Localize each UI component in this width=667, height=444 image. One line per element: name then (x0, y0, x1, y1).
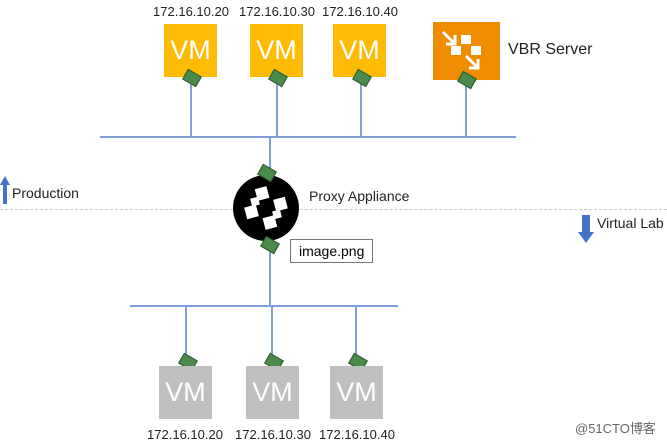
lab-vm[interactable]: VM (330, 366, 383, 419)
vm-ip: 172.16.10.30 (239, 4, 315, 19)
drop (276, 80, 278, 137)
drop (271, 306, 273, 364)
production-vm[interactable]: VM (250, 24, 303, 77)
production-vm[interactable]: VM (333, 24, 386, 77)
lab-vm[interactable]: VM (159, 366, 212, 419)
lab-bus (130, 305, 398, 307)
arrow-up-icon (0, 176, 10, 209)
zone-divider (0, 209, 667, 210)
drop (360, 80, 362, 137)
vm-ip: 172.16.10.40 (322, 4, 398, 19)
drop (185, 306, 187, 364)
production-bus (100, 136, 516, 138)
production-vm[interactable]: VM (164, 24, 217, 77)
vbr-server-label: VBR Server (508, 41, 593, 58)
drop (190, 80, 192, 137)
watermark: @51CTO博客 (575, 421, 656, 436)
vm-ip: 172.16.10.40 (319, 427, 395, 442)
vm-ip: 172.16.10.30 (235, 427, 311, 442)
lab-vm[interactable]: VM (246, 366, 299, 419)
vbr-server-icon[interactable] (433, 22, 500, 80)
image-tooltip: image.png (290, 239, 374, 263)
drop (355, 306, 357, 364)
arrow-down-icon (578, 215, 594, 248)
proxy-appliance-label: Proxy Appliance (309, 188, 410, 204)
drop (465, 82, 467, 137)
production-label: Production (12, 185, 79, 201)
proxy-appliance-icon[interactable] (233, 175, 299, 241)
vm-ip: 172.16.10.20 (147, 427, 223, 442)
vm-ip: 172.16.10.20 (153, 4, 229, 19)
virtual-lab-label: Virtual Lab (597, 215, 664, 231)
